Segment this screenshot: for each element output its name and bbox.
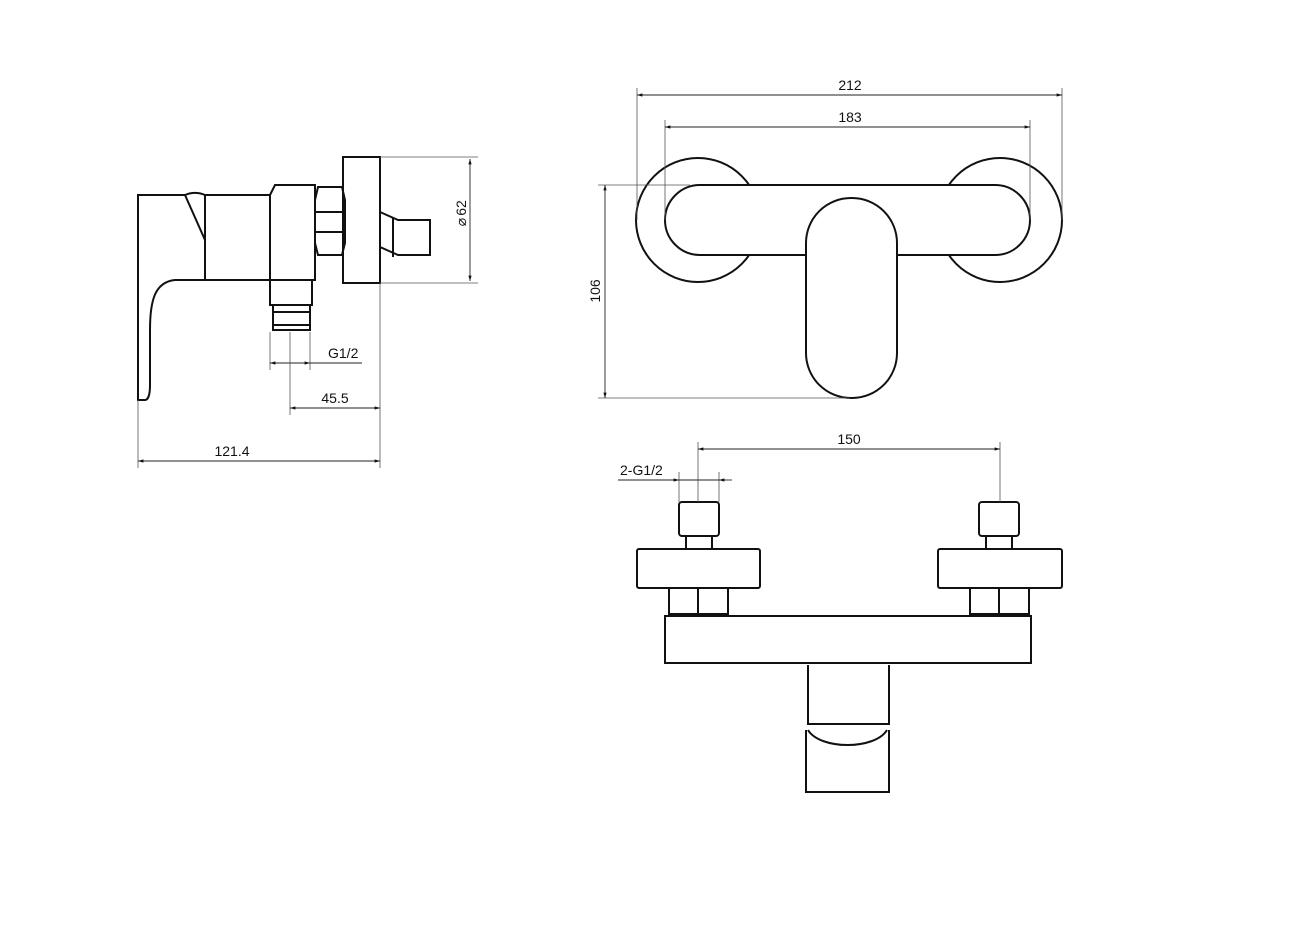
hex-nut	[314, 186, 346, 256]
dim-depth: 121.4	[214, 443, 249, 459]
dim-outlet-thread: G1/2	[328, 345, 359, 361]
dim-outlet-offset: 45.5	[321, 390, 348, 406]
body-bar-bottom	[664, 615, 1032, 664]
spout	[805, 665, 890, 793]
right-escutcheon-side	[937, 548, 1063, 589]
bottom-view: 150 2-G1/2	[618, 431, 1063, 793]
left-inlet-connector	[678, 501, 720, 537]
right-hex-nut	[969, 587, 1030, 615]
dim-overall-width: 212	[838, 77, 862, 93]
inlet-connector	[379, 210, 431, 257]
cartridge-body	[269, 184, 316, 306]
escutcheon	[342, 156, 381, 284]
left-hex-nut	[668, 587, 729, 615]
side-view: ⌀ 62 G1/2 45.5 121.4	[137, 156, 478, 468]
dim-centers: 150	[837, 431, 861, 447]
front-view: 212 183 106	[587, 77, 1063, 399]
right-inlet-connector	[978, 501, 1020, 537]
dim-inlet-thread: 2-G1/2	[620, 462, 663, 478]
dim-diameter: 62	[453, 200, 469, 216]
dim-body-width: 183	[838, 109, 862, 125]
lever-handle-front	[805, 197, 898, 399]
dim-diameter-symbol: ⌀	[453, 218, 469, 226]
lever-neck	[184, 191, 206, 196]
lever-handle	[137, 194, 206, 401]
mixer-body	[204, 194, 271, 281]
dim-height: 106	[587, 279, 603, 303]
left-escutcheon-side	[636, 548, 761, 589]
outlet-thread	[272, 304, 311, 331]
